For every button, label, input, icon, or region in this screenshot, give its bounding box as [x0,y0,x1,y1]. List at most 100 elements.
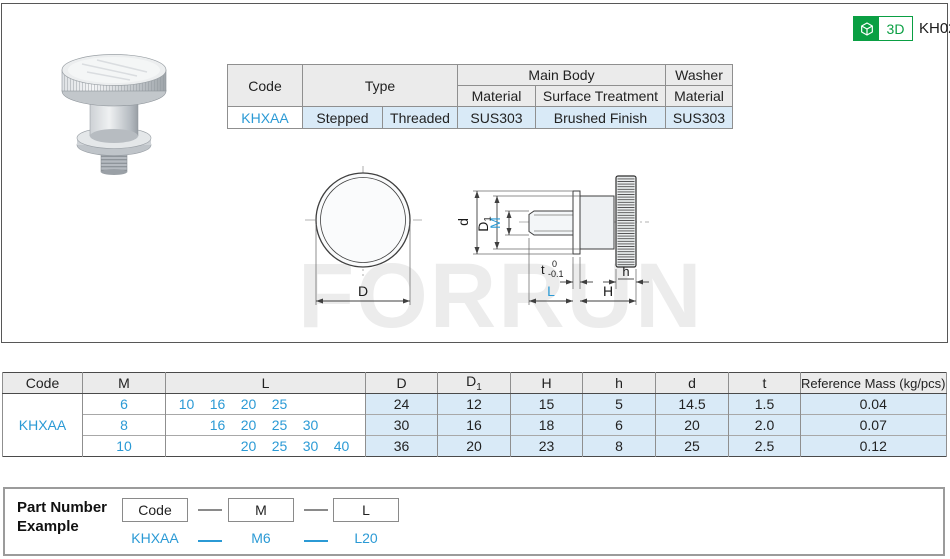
l-option[interactable]: 25 [271,417,288,433]
connector-dash-blue [304,540,328,542]
pn-box-l: L [333,498,399,522]
mass-value: 0.04 [800,393,947,415]
t-value: 2.5 [728,435,801,457]
d-lower-value: 25 [655,435,729,457]
dim-label-t: t [541,262,545,277]
mass-value: 0.07 [800,414,947,436]
l-option[interactable]: 20 [240,396,257,412]
d-upper-value: 36 [365,435,438,457]
connector-dash-blue [198,540,222,542]
col-h-upper: H [510,372,583,394]
dim-label-D: D [358,283,368,299]
l-option[interactable]: 16 [209,417,226,433]
technical-drawing: D [305,166,649,305]
spec-header-washer: Washer [665,64,733,86]
d-lower-value: 20 [655,414,729,436]
dim-label-M: M [487,217,503,229]
pn-example-code: KHXAA [131,530,179,546]
part-number-title: Part Number Example [17,499,108,535]
pn-box-m: M [228,498,294,522]
spec-header-surface: Surface Treatment [535,85,666,107]
d-upper-value: 24 [365,393,438,415]
dim-label-h: h [622,264,629,279]
pn-example-l: L20 [354,530,378,546]
connector-dash [198,509,222,511]
connector-dash [304,509,328,511]
spec-header-material: Material [457,85,536,107]
size-table: Code M L D D1 H h d t Reference Mass (kg… [2,372,947,457]
badge-3d-label: 3D [886,20,905,37]
h-upper-value: 23 [510,435,583,457]
spec-row: KHXAA Stepped Threaded SUS303 Brushed Fi… [227,106,733,129]
col-mass: Reference Mass (kg/pcs) [800,372,947,394]
h-lower-value: 8 [582,435,656,457]
d1-value: 16 [437,414,511,436]
spec-header-main-body: Main Body [457,64,666,86]
t-value: 1.5 [728,393,801,415]
l-option[interactable]: 10 [178,396,195,412]
part-code: KH023 [919,20,950,37]
h-upper-value: 15 [510,393,583,415]
thread-stud [528,210,574,236]
m-value[interactable]: 8 [82,414,166,436]
washer [572,190,581,255]
dim-label-L: L [547,283,555,299]
l-option[interactable]: 40 [333,438,350,454]
spec-code-value[interactable]: KHXAA [227,106,303,129]
col-l: L [165,372,366,394]
body-cylinder [579,195,615,250]
product-photo [61,54,167,175]
spec-type-stepped: Stepped [302,106,383,129]
3d-badge[interactable]: 3D [853,16,913,41]
col-h-lower: h [582,372,656,394]
spec-table: Code Type Main Body Washer Material Surf… [227,64,733,129]
l-values: 16 20 25 30 [165,414,366,436]
l-option[interactable]: 30 [302,417,319,433]
l-option[interactable]: 20 [240,438,257,454]
l-option[interactable]: 25 [271,396,288,412]
size-row-m10: 10 20 25 30 40 36 20 23 8 25 2.5 0.12 [3,435,947,457]
d-upper-value: 30 [365,414,438,436]
dim-label-H: H [603,283,613,299]
h-upper-value: 18 [510,414,583,436]
spec-surface-value: Brushed Finish [535,106,666,129]
d1-value: 12 [437,393,511,415]
l-option[interactable]: 16 [209,396,226,412]
mass-value: 0.12 [800,435,947,457]
l-option[interactable]: 25 [271,438,288,454]
col-d-lower: d [655,372,729,394]
l-option[interactable]: 20 [240,417,257,433]
dim-label-d: d [455,218,471,226]
t-value: 2.0 [728,414,801,436]
size-table-header-row: Code M L D D1 H h d t Reference Mass (kg… [2,372,947,394]
d1-value: 20 [437,435,511,457]
l-option[interactable]: 30 [302,438,319,454]
drawing-panel: FORRUN [1,3,950,343]
spec-type-threaded: Threaded [382,106,458,129]
col-code: Code [2,372,83,394]
size-row-m8: 8 16 20 25 30 30 16 18 6 20 2.0 0.07 [3,414,947,436]
cube-3d-icon [854,17,879,40]
extension-lines-side-view [473,190,637,305]
extension-lines-top-view [315,224,411,305]
d-lower-value: 14.5 [655,393,729,415]
m-value[interactable]: 6 [82,393,166,415]
col-d1: D1 [437,372,511,394]
spec-header-code: Code [227,64,303,107]
h-lower-value: 5 [582,393,656,415]
size-code-value[interactable]: KHXAA [2,393,83,457]
dim-label-t-lower-tol: -0.1 [548,269,564,279]
dim-label-D1: D1 [475,216,494,231]
spec-header-type: Type [302,64,458,107]
spec-material-value: SUS303 [457,106,536,129]
spec-washer-material-value: SUS303 [665,106,733,129]
pn-example-m: M6 [251,530,271,546]
spec-header-washer-material: Material [665,85,733,107]
h-lower-value: 6 [582,414,656,436]
col-m: M [82,372,166,394]
l-values: 10 16 20 25 [165,393,366,415]
m-value[interactable]: 10 [82,435,166,457]
top-view-circle [315,172,411,268]
